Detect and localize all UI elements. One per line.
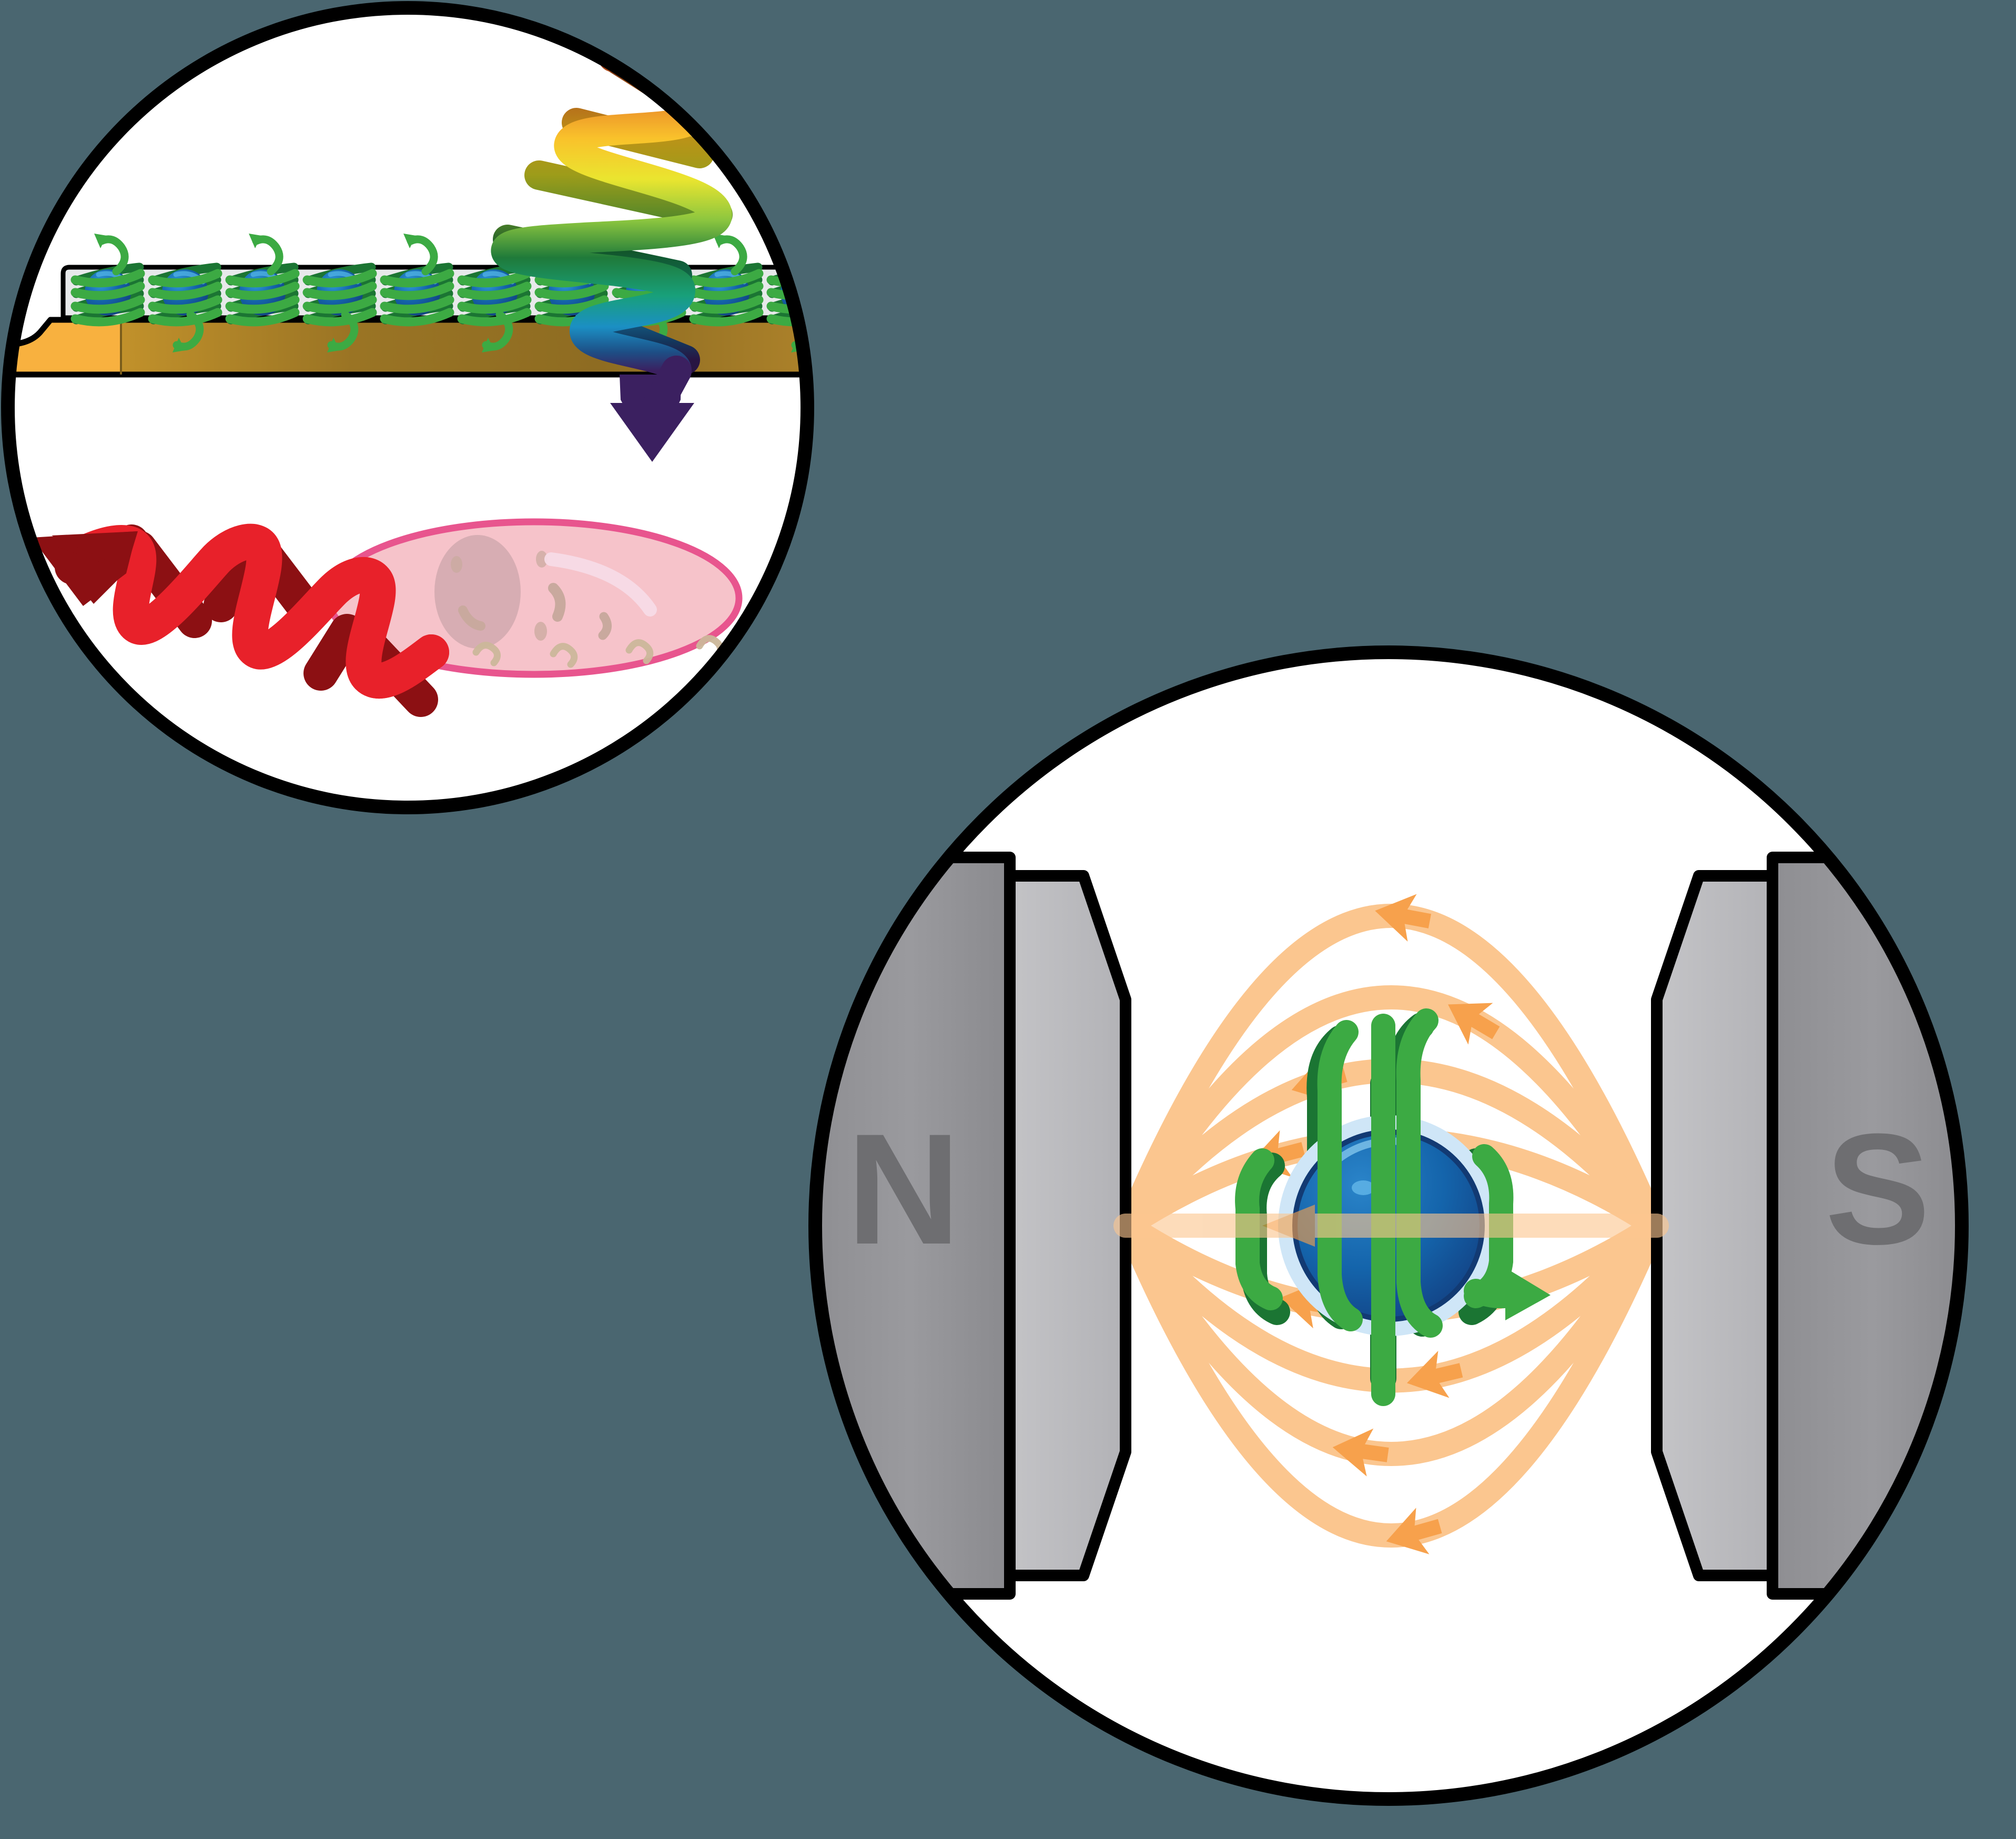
nanoparticle (70, 234, 145, 327)
field-line-arrow (1375, 894, 1432, 942)
field-line-arrow (1332, 1428, 1389, 1477)
south-pole-label: S (1825, 1100, 1930, 1277)
field-line-arrow (1386, 1508, 1442, 1554)
sensing-panel-outline (1, 1, 814, 814)
field-line (1116, 1214, 1666, 1548)
north-pole-magnet[interactable]: N (810, 852, 1131, 1600)
plasmon-resonance-red-spiral (32, 523, 449, 717)
magnet-panel: N S (808, 645, 1972, 1806)
north-pole-label: N (847, 1100, 961, 1277)
south-pole-magnet[interactable]: S (1651, 852, 1972, 1600)
field-line (1116, 985, 1666, 1238)
sensing-panel (1, 1, 814, 814)
gold-plasmonic-film (8, 317, 807, 378)
field-line-arrow (1448, 1003, 1500, 1045)
field-line-arrow (1280, 1280, 1336, 1329)
plasmon-resonance-red-spiral-tip (350, 634, 449, 699)
magnet-panel-outline (808, 645, 1969, 1806)
field-line (1116, 1214, 1666, 1466)
nanoparticle (148, 262, 222, 352)
magnetic-field-lines-foreground (1113, 1205, 1669, 1247)
field-line-arrow (1406, 1350, 1463, 1398)
nanoparticle (225, 234, 300, 327)
nanoparticle (689, 234, 764, 327)
nanoparticle (380, 234, 454, 327)
nanoparticle (302, 262, 377, 352)
biological-cell-sample (325, 518, 743, 678)
